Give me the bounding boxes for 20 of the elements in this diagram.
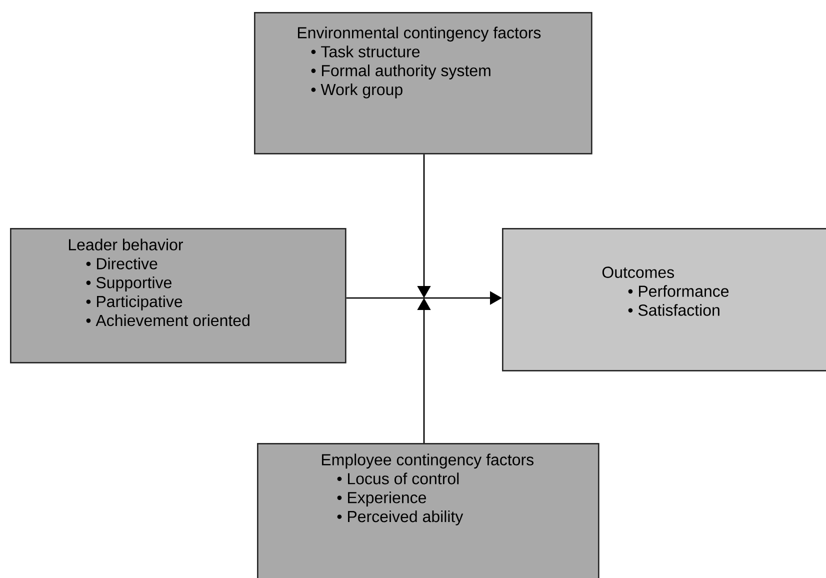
- factor-box: [502, 228, 826, 372]
- box-text: • Performance: [628, 285, 729, 297]
- box-text: Outcomes: [602, 266, 674, 278]
- box-text: • Achievement oriented: [86, 314, 250, 326]
- box-text: Employee contingency factors: [322, 454, 534, 469]
- box-text: • Perceived ability: [337, 510, 464, 526]
- factor-box: [257, 443, 600, 578]
- box-text: • Directive: [86, 258, 158, 270]
- box-text: • Locus of control: [337, 472, 459, 484]
- box-text: Leader behavior: [69, 238, 183, 250]
- box-text: • Participative: [86, 295, 182, 310]
- box-text: Environmental contingency factors: [298, 26, 541, 42]
- box-text: • Satisfaction: [628, 304, 720, 316]
- factor-box: [10, 228, 346, 364]
- box-text: • Experience: [337, 492, 426, 506]
- box-text: • Formal authority system: [311, 64, 490, 80]
- factor-box: [254, 12, 592, 154]
- box-text: • Task structure: [311, 46, 420, 58]
- box-text: • Work group: [311, 83, 402, 98]
- box-text: • Supportive: [86, 276, 172, 292]
